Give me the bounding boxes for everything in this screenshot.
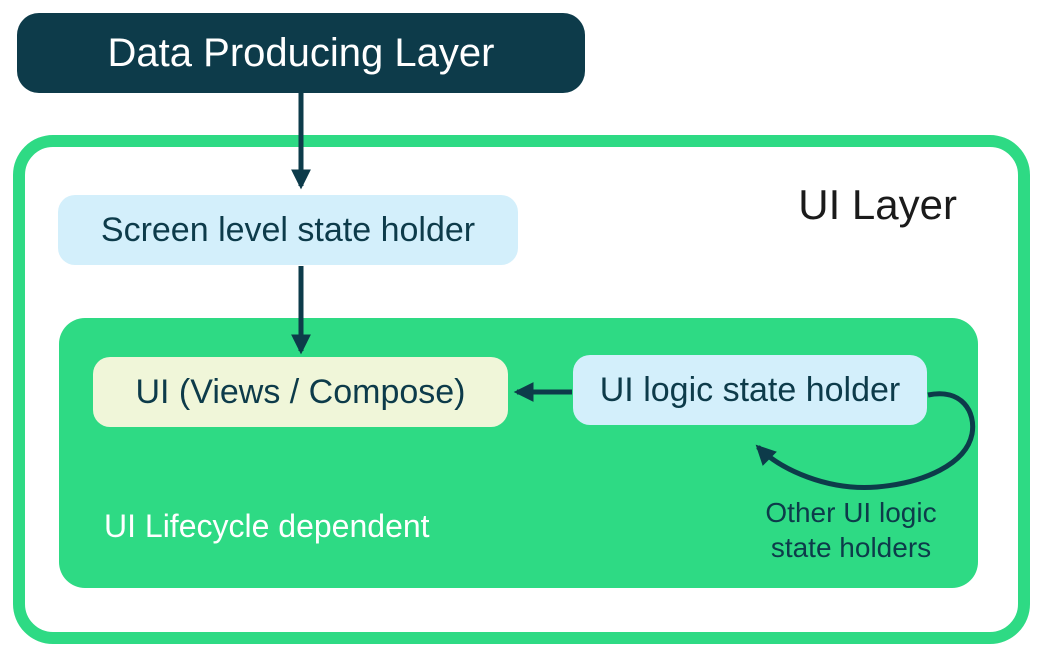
ui-views-compose-box: UI (Views / Compose) [93,357,508,427]
other-ui-logic-state-holders-label: Other UI logic state holders [765,497,937,563]
ui-layer-title: UI Layer [798,181,957,228]
data-producing-layer-box: Data Producing Layer [17,13,585,93]
ui-lifecycle-dependent-label: UI Lifecycle dependent [104,508,430,544]
screen-level-state-holder-box: Screen level state holder [58,195,518,265]
ui-logic-state-holder-box: UI logic state holder [573,355,927,425]
